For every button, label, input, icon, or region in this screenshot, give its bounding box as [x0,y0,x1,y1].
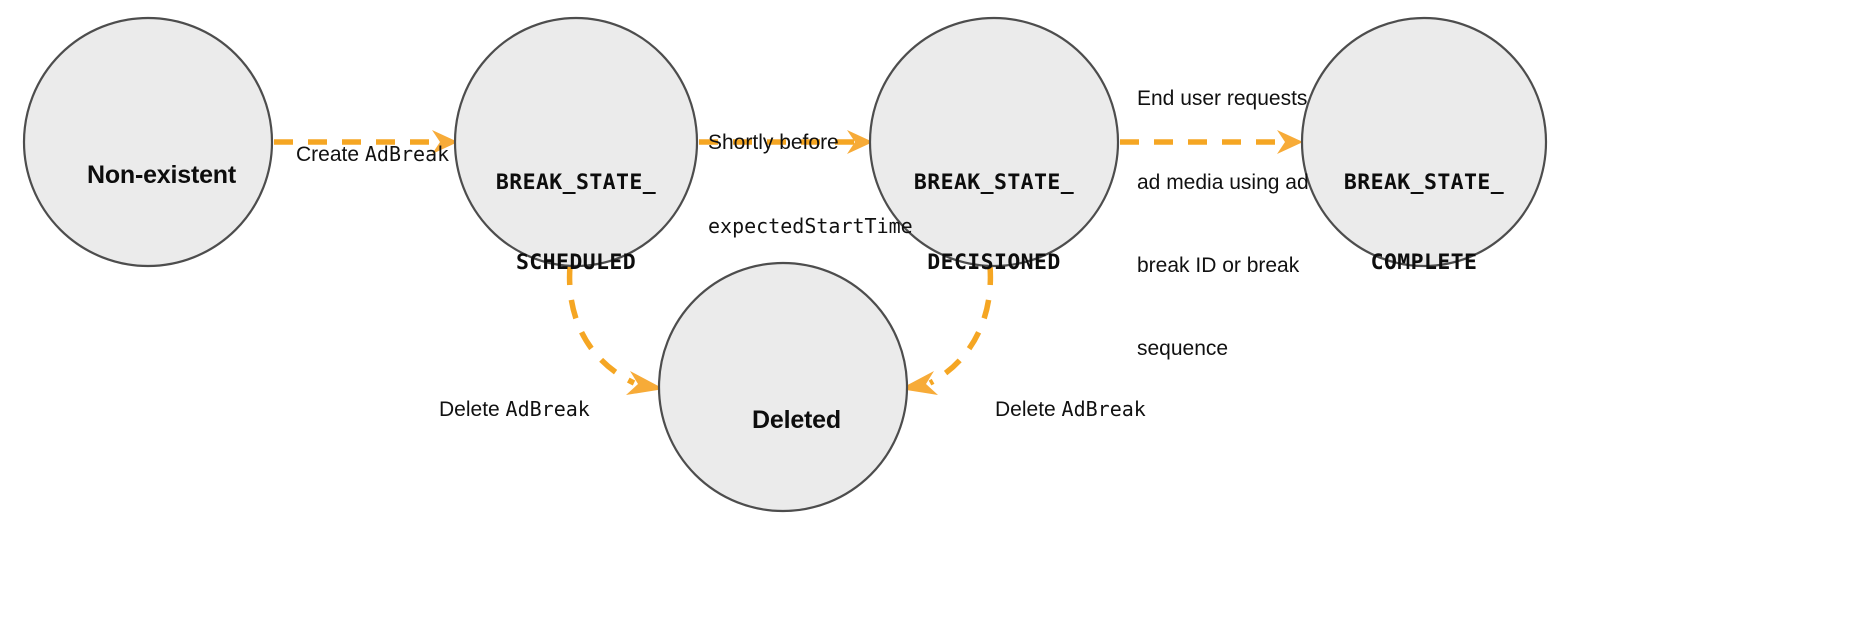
edge-end-user-requests [1120,130,1303,154]
node-break-state-decisioned[interactable] [868,16,1120,268]
edge-shortly-before-arrowhead [847,130,873,154]
node-break-state-scheduled[interactable] [453,16,699,268]
edge-delete-adbreak-scheduled-line [566,265,636,386]
node-deleted[interactable] [657,261,909,513]
edge-end-user-requests-arrowhead [1277,130,1303,154]
edge-create-adbreak [274,130,458,154]
edge-shortly-before [699,130,873,154]
edge-delete-adbreak-decisioned-arrowhead [900,371,938,395]
edge-delete-adbreak-scheduled [566,265,664,395]
edge-create-adbreak-arrowhead [432,130,458,154]
edge-delete-adbreak-decisioned [900,265,994,395]
node-non-existent[interactable] [22,16,274,268]
edge-delete-adbreak-decisioned-line [928,265,994,386]
node-break-state-complete[interactable] [1300,16,1548,268]
edge-delete-adbreak-scheduled-arrowhead [626,371,664,395]
